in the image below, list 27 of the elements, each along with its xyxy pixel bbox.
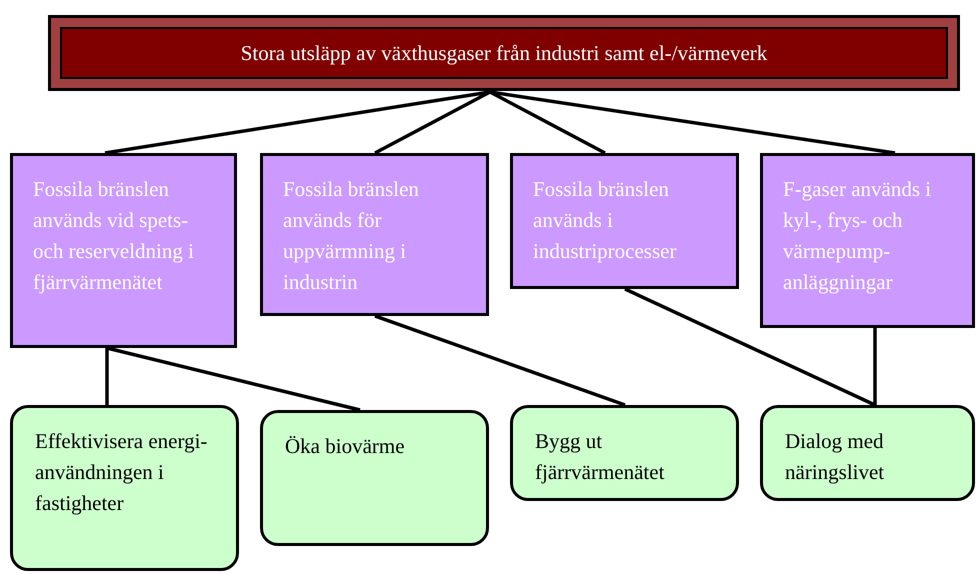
node-text: Fossila bränslen används vid spets- och reserveldning i fjärrvärmenätet: [33, 177, 194, 294]
cause-box: [10, 153, 237, 348]
connector-line: [106, 346, 360, 412]
connector-line: [105, 348, 109, 405]
connector-line: [374, 90, 491, 155]
cause-box: [510, 153, 739, 289]
node-text: Öka biovärme: [285, 434, 405, 458]
action-box: [10, 405, 239, 571]
node-text: Fossila bränslen används för uppvärmning i industrin: [283, 177, 419, 294]
connector-line: [490, 90, 896, 155]
connector-line: [374, 314, 626, 407]
node-text: F-gaser används i kyl-, frys- och värmepump-anläggningar: [783, 177, 932, 294]
connector-line: [104, 90, 490, 155]
problem-box: [48, 15, 960, 91]
connector-line: [873, 328, 877, 405]
cause-box: [260, 153, 489, 316]
action-box: [760, 405, 975, 501]
node-text: Dialog med näringslivet: [785, 429, 884, 484]
action-box: [510, 405, 739, 501]
node-text: Fossila bränslen används i industriprocesser: [533, 177, 676, 263]
connector-line: [489, 90, 606, 155]
cause-box: [760, 153, 975, 328]
connector-line: [624, 287, 876, 407]
node-text: Bygg ut fjärrvärmenätet: [535, 429, 664, 484]
action-box: [260, 410, 489, 546]
node-text: Effektivisera energi-användningen i fastigheter: [35, 429, 208, 515]
node-text: Stora utsläpp av växthusgaser från industri samt el-/värmeverk: [240, 40, 768, 66]
